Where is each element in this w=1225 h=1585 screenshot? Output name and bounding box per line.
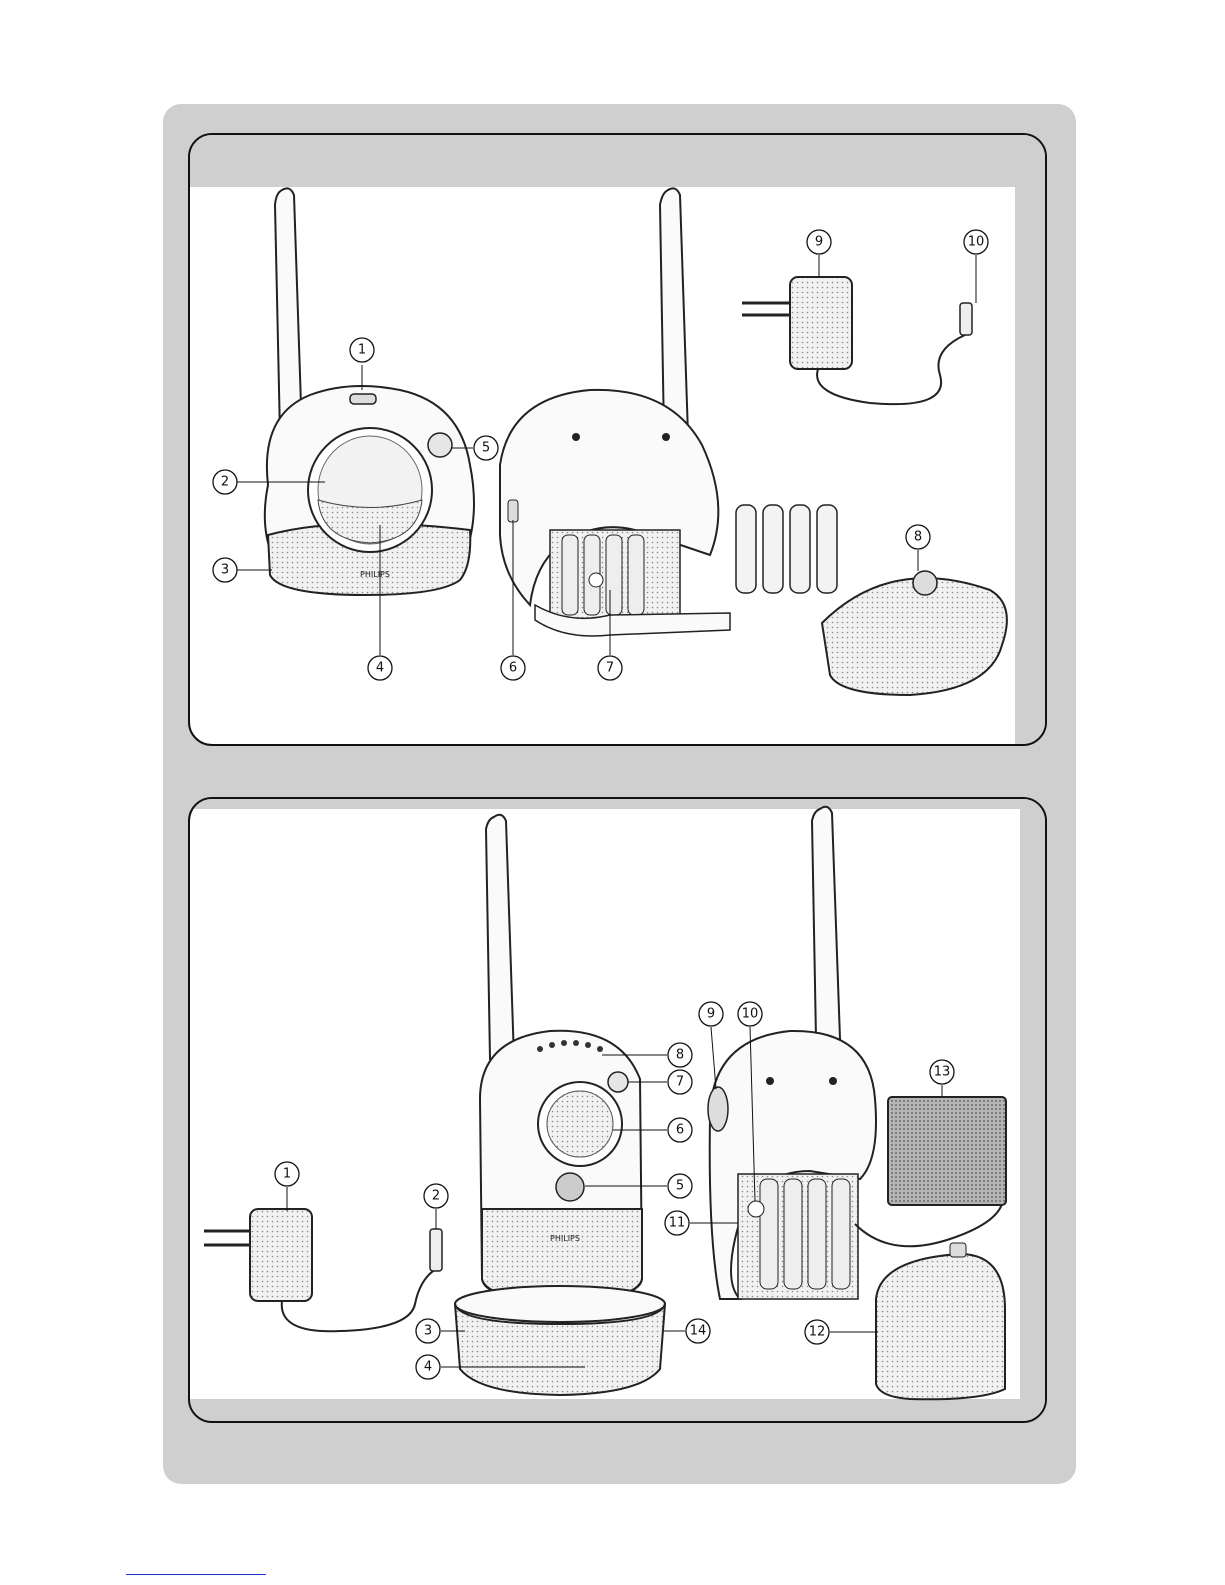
baby-unit-illustration: PHILIPS 1 2 <box>190 135 1045 744</box>
brand-logo: PHILIPS <box>360 570 390 579</box>
batteries <box>736 505 837 593</box>
callout-label: 2 <box>432 1189 440 1204</box>
parent-unit-panel: PHILIPS 1 2 <box>188 797 1047 1423</box>
parent-unit-front: PHILIPS <box>480 815 642 1301</box>
battery-pack <box>888 1097 1006 1205</box>
baby-unit-front: PHILIPS <box>265 188 474 595</box>
callout-label: 8 <box>676 1048 684 1063</box>
callout-label: 9 <box>815 235 823 250</box>
callout-label: 10 <box>742 1007 759 1022</box>
callout-label: 11 <box>669 1216 686 1231</box>
battery-cover <box>822 578 1007 695</box>
callout-label: 4 <box>376 661 384 676</box>
callout-label: 5 <box>676 1179 684 1194</box>
parent-unit-back <box>708 807 1002 1299</box>
battery-cover <box>876 1254 1005 1399</box>
callout-label: 14 <box>690 1324 707 1339</box>
callout-label: 2 <box>221 475 229 490</box>
baby-unit-back <box>500 188 730 636</box>
callout-label: 6 <box>676 1123 684 1138</box>
callout-label: 5 <box>482 441 490 456</box>
callout-label: 7 <box>606 661 614 676</box>
footer-link-underline[interactable] <box>126 1574 266 1575</box>
callout-label: 3 <box>424 1324 432 1339</box>
callout-label: 7 <box>676 1075 684 1090</box>
power-adapter <box>742 277 972 404</box>
callout-label: 4 <box>424 1360 432 1375</box>
callout-label: 6 <box>509 661 517 676</box>
callout-label: 12 <box>809 1325 826 1340</box>
brand-logo: PHILIPS <box>550 1234 580 1243</box>
callout-label: 8 <box>914 530 922 545</box>
baby-unit-panel: PHILIPS 1 2 <box>188 133 1047 746</box>
charging-base <box>455 1286 665 1395</box>
parent-unit-illustration: PHILIPS 1 2 <box>190 799 1045 1421</box>
callout-label: 9 <box>707 1007 715 1022</box>
callout-label: 13 <box>934 1065 951 1080</box>
callout-label: 10 <box>968 235 985 250</box>
callout-label: 3 <box>221 563 229 578</box>
callout-label: 1 <box>358 343 366 358</box>
callout-label: 1 <box>283 1167 291 1182</box>
power-adapter <box>204 1209 442 1331</box>
